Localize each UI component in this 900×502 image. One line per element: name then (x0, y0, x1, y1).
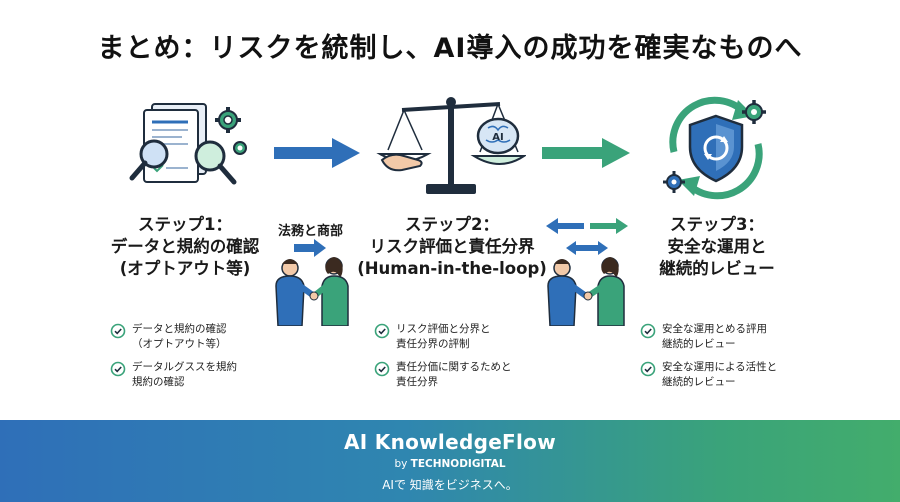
step-2-checklist: リスク評価と分界と 責任分界の評制 責任分価に関するためと 責任分界 (374, 322, 554, 398)
page-title: まとめ：リスクを統制し、AI導入の成功を確実なものへ (97, 33, 803, 64)
list-item: リスク評価と分界と 責任分界の評制 (374, 322, 554, 352)
check-text: データと規約の確認 （オプトアウト等） (132, 323, 227, 350)
check-text: データルグススを規約 規約の確認 (132, 361, 237, 388)
handshake-people-icon (540, 250, 634, 327)
step-1-checklist: データと規約の確認 （オプトアウト等） データルグススを規約 規約の確認 (110, 322, 280, 398)
step-1-title-line3: (オプトアウト等) (119, 259, 251, 278)
step-1-title-line2: データと規約の確認 (110, 237, 260, 256)
step-3-checklist: 安全な運用とめる評用 継続的レビュー 安全な運用による活性と 継続的レビュー (640, 322, 820, 398)
step-1-title-line1: ステップ1： (138, 215, 232, 234)
step-2-title-line1: ステップ2： (405, 215, 499, 234)
footer-brand: AI KnowledgeFlow (344, 430, 556, 454)
check-circle-icon (110, 323, 126, 339)
check-text: 安全な運用による活性と 継続的レビュー (662, 361, 778, 388)
step-2-title: ステップ2： リスク評価と責任分界 (Human-in-the-loop) (352, 214, 552, 280)
step-2-title-line2: リスク評価と責任分界 (369, 237, 535, 256)
check-text: リスク評価と分界と 責任分界の評制 (396, 323, 491, 350)
step-1-title: ステップ1： データと規約の確認 (オプトアウト等) (100, 214, 270, 280)
list-item: データと規約の確認 （オプトアウト等） (110, 322, 280, 352)
step-3-title-line2: 安全な運用と (667, 237, 767, 256)
list-item: 責任分価に関するためと 責任分界 (374, 360, 554, 390)
shield-cycle-gears-icon (654, 92, 778, 204)
step-3-title-line3: 継続的レビュー (659, 259, 775, 278)
balance-scale-ai-brain-icon: AI (376, 92, 528, 200)
handshake-label: 法務と商部 (278, 224, 344, 239)
check-text: 安全な運用とめる評用 継続的レビュー (662, 323, 767, 350)
check-circle-icon (374, 323, 390, 339)
flow-arrow-icon (540, 138, 632, 168)
flow-arrow-icon (272, 138, 362, 168)
list-item: 安全な運用による活性と 継続的レビュー (640, 360, 820, 390)
check-circle-icon (640, 361, 656, 377)
footer-banner: AI KnowledgeFlow by TECHNODIGITAL AIで 知識… (0, 420, 900, 502)
check-circle-icon (374, 361, 390, 377)
check-text: 責任分価に関するためと 責任分界 (396, 361, 512, 388)
footer-by-prefix: by (394, 458, 411, 470)
svg-text:AI: AI (492, 132, 503, 143)
handshake-people-icon (266, 238, 358, 327)
check-circle-icon (640, 323, 656, 339)
step-2-title-line3: (Human-in-the-loop) (357, 259, 547, 278)
bidirectional-arrows-icon (544, 216, 630, 260)
list-item: データルグススを規約 規約の確認 (110, 360, 280, 390)
document-magnifier-gears-icon (118, 96, 254, 196)
footer-tagline: AIで 知識をビジネスへ。 (382, 478, 518, 492)
check-circle-icon (110, 361, 126, 377)
step-3-title-line1: ステップ3： (670, 215, 764, 234)
footer-company: TECHNODIGITAL (410, 458, 506, 470)
footer-byline: by TECHNODIGITAL (0, 458, 900, 470)
list-item: 安全な運用とめる評用 継続的レビュー (640, 322, 820, 352)
step-3-title: ステップ3： 安全な運用と 継続的レビュー (632, 214, 802, 280)
